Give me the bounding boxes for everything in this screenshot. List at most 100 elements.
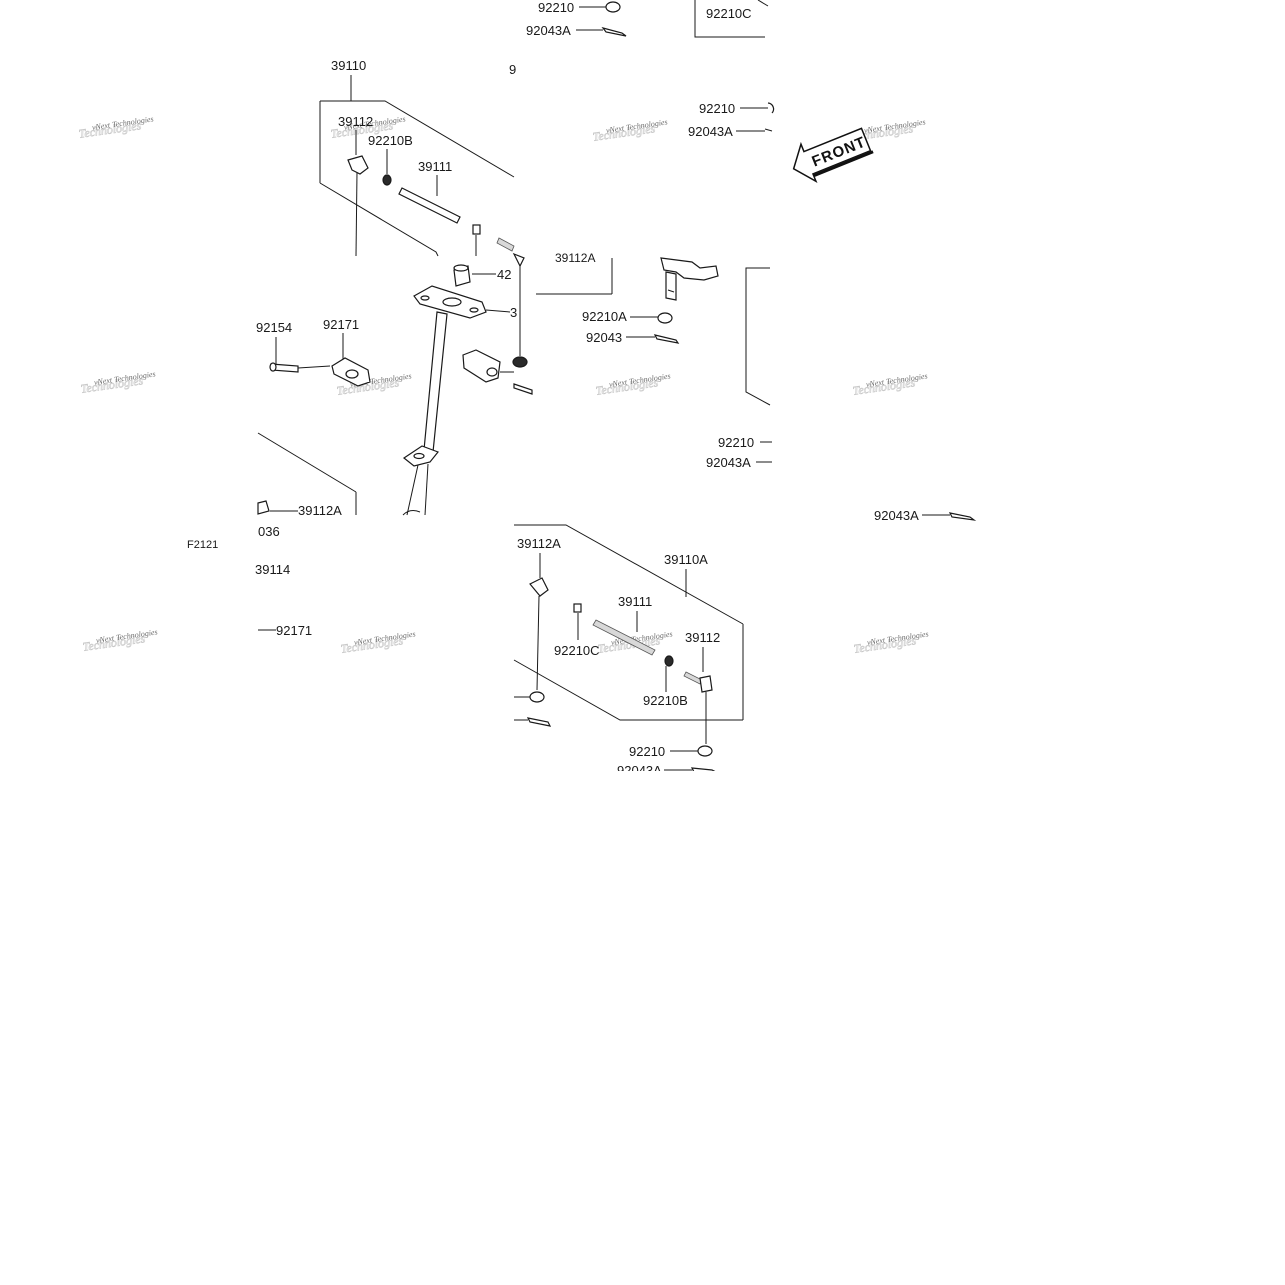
part-label-39112: 39112 xyxy=(338,114,373,129)
plate-hole-right xyxy=(469,307,479,313)
spindle-thread xyxy=(667,289,675,293)
part-label-92210C: 92210C xyxy=(554,643,600,658)
part-label-92043A: 92043A xyxy=(526,23,571,38)
watermark: Technologies vNext Technologies xyxy=(591,117,668,144)
clamp-bore xyxy=(345,369,359,379)
tie-rod-shaft xyxy=(398,187,461,224)
part-label-42: 42 xyxy=(497,267,511,282)
bracket-hole xyxy=(413,452,425,460)
part-label-39111: 39111 xyxy=(418,159,452,174)
tie-rod-end xyxy=(699,675,713,693)
bolt-head xyxy=(269,362,277,372)
cotter-pin xyxy=(526,717,552,727)
tie-rod-shaft xyxy=(592,619,656,656)
castle-nut xyxy=(605,1,621,13)
part-label-9: 9 xyxy=(509,62,516,77)
top-right-fragment: 92210 92043A FRONT xyxy=(688,101,874,183)
cotter-pin xyxy=(948,512,977,521)
tie-rod-end xyxy=(347,155,369,175)
far-right-fragment: 92043A xyxy=(874,508,977,523)
part-label-39114: 39114 xyxy=(255,562,290,577)
frame-line xyxy=(319,182,439,257)
watermark: Technologies vNext Technologies xyxy=(594,371,671,398)
part-label-92210: 92210 xyxy=(718,435,754,450)
tie-rod-assembly-upper: 39110 39112 92210B 39111 xyxy=(319,58,515,257)
watermark: Technologies vNext Technologies xyxy=(81,627,158,654)
part-label-39112: 39112 xyxy=(685,630,720,645)
leader-line xyxy=(355,171,358,257)
part-label-92043: 92043 xyxy=(586,330,622,345)
watermark: Technologies vNext Technologies xyxy=(339,629,416,656)
watermark: Technologies vNext Technologies xyxy=(77,114,154,141)
cotter-pin xyxy=(653,334,680,344)
steering-knuckle xyxy=(660,257,719,281)
part-label-92043A: 92043A xyxy=(706,455,751,470)
bolt-fragment xyxy=(513,383,533,395)
part-label-92210B: 92210B xyxy=(643,693,688,708)
leader-line xyxy=(757,0,769,7)
castle-nut xyxy=(657,312,673,324)
castle-nut xyxy=(529,691,545,703)
plate-hole-left xyxy=(420,295,430,301)
part-label-92171: 92171 xyxy=(323,317,359,332)
figure-code: F2121 xyxy=(187,539,218,551)
shaft-lower-edge xyxy=(406,464,419,516)
part-label-39110A: 39110A xyxy=(664,552,708,567)
watermark: Technologies vNext Technologies xyxy=(851,371,928,398)
part-label-92210: 92210 xyxy=(538,0,574,15)
top-fragment: 92210 92043A 92210C 9 xyxy=(509,0,769,77)
watermark: Technologies vNext Technologies xyxy=(852,629,929,656)
tie-rod-end xyxy=(529,577,549,597)
part-label-39112A: 39112A xyxy=(517,536,561,551)
knuckle-spindle xyxy=(665,271,677,301)
shaft-clamp-right xyxy=(462,349,501,383)
frame-line xyxy=(745,267,771,406)
part-label-92210A: 92210A xyxy=(582,309,627,324)
part-label-92171: 92171 xyxy=(276,623,312,638)
part-label-92210C: 92210C xyxy=(706,6,752,21)
front-direction-arrow: FRONT xyxy=(792,127,874,183)
frame-line xyxy=(514,524,744,625)
small-nut xyxy=(472,224,481,235)
part-label-92043A: 92043A xyxy=(874,508,919,523)
plate-hole xyxy=(442,297,462,307)
nut xyxy=(382,174,392,186)
castle-nut xyxy=(697,745,713,757)
part-label-92210: 92210 xyxy=(699,101,735,116)
part-label-39112A: 39112A xyxy=(555,251,595,265)
steering-shaft xyxy=(423,311,448,453)
leader-line xyxy=(485,309,511,313)
part-label-39111: 39111 xyxy=(618,594,652,609)
castle-nut xyxy=(512,356,528,368)
frame-line xyxy=(694,0,765,38)
frame-line xyxy=(513,659,743,721)
part-label-39112A: 39112A xyxy=(298,503,342,518)
part-label-92210: 92210 xyxy=(629,744,665,759)
leader-line xyxy=(536,595,540,691)
cotter-pin xyxy=(601,26,627,37)
watermark: Technologies vNext Technologies xyxy=(79,369,156,396)
pin-edge xyxy=(764,128,773,132)
blank-area xyxy=(0,771,1285,1285)
tie-rod-end-tip xyxy=(512,252,525,268)
steering-shaft-assembly: 42 3 xyxy=(402,252,533,516)
part-label-92154: 92154 xyxy=(256,320,292,335)
tie-rod-end-fragment xyxy=(257,500,270,515)
clamp-bore xyxy=(486,367,498,377)
tie-rod-end-thread xyxy=(683,671,703,685)
part-label-3: 3 xyxy=(510,305,517,320)
nut xyxy=(664,655,674,667)
part-label-036: 036 xyxy=(258,524,280,539)
part-label-92210B: 92210B xyxy=(368,133,413,148)
frame-line xyxy=(320,100,515,178)
watermark-group: Technologies vNext Technologies Technolo… xyxy=(77,114,929,656)
frame-line xyxy=(257,432,357,493)
part-label-92043A: 92043A xyxy=(688,124,733,139)
bolt-thread xyxy=(297,365,331,369)
knuckle-fragment: 39112A 92210A 92043 92210 92043A xyxy=(536,251,772,470)
shaft-bottom-edge xyxy=(402,510,421,516)
shaft-lower-edge xyxy=(424,463,429,516)
bushing-top xyxy=(453,264,469,272)
